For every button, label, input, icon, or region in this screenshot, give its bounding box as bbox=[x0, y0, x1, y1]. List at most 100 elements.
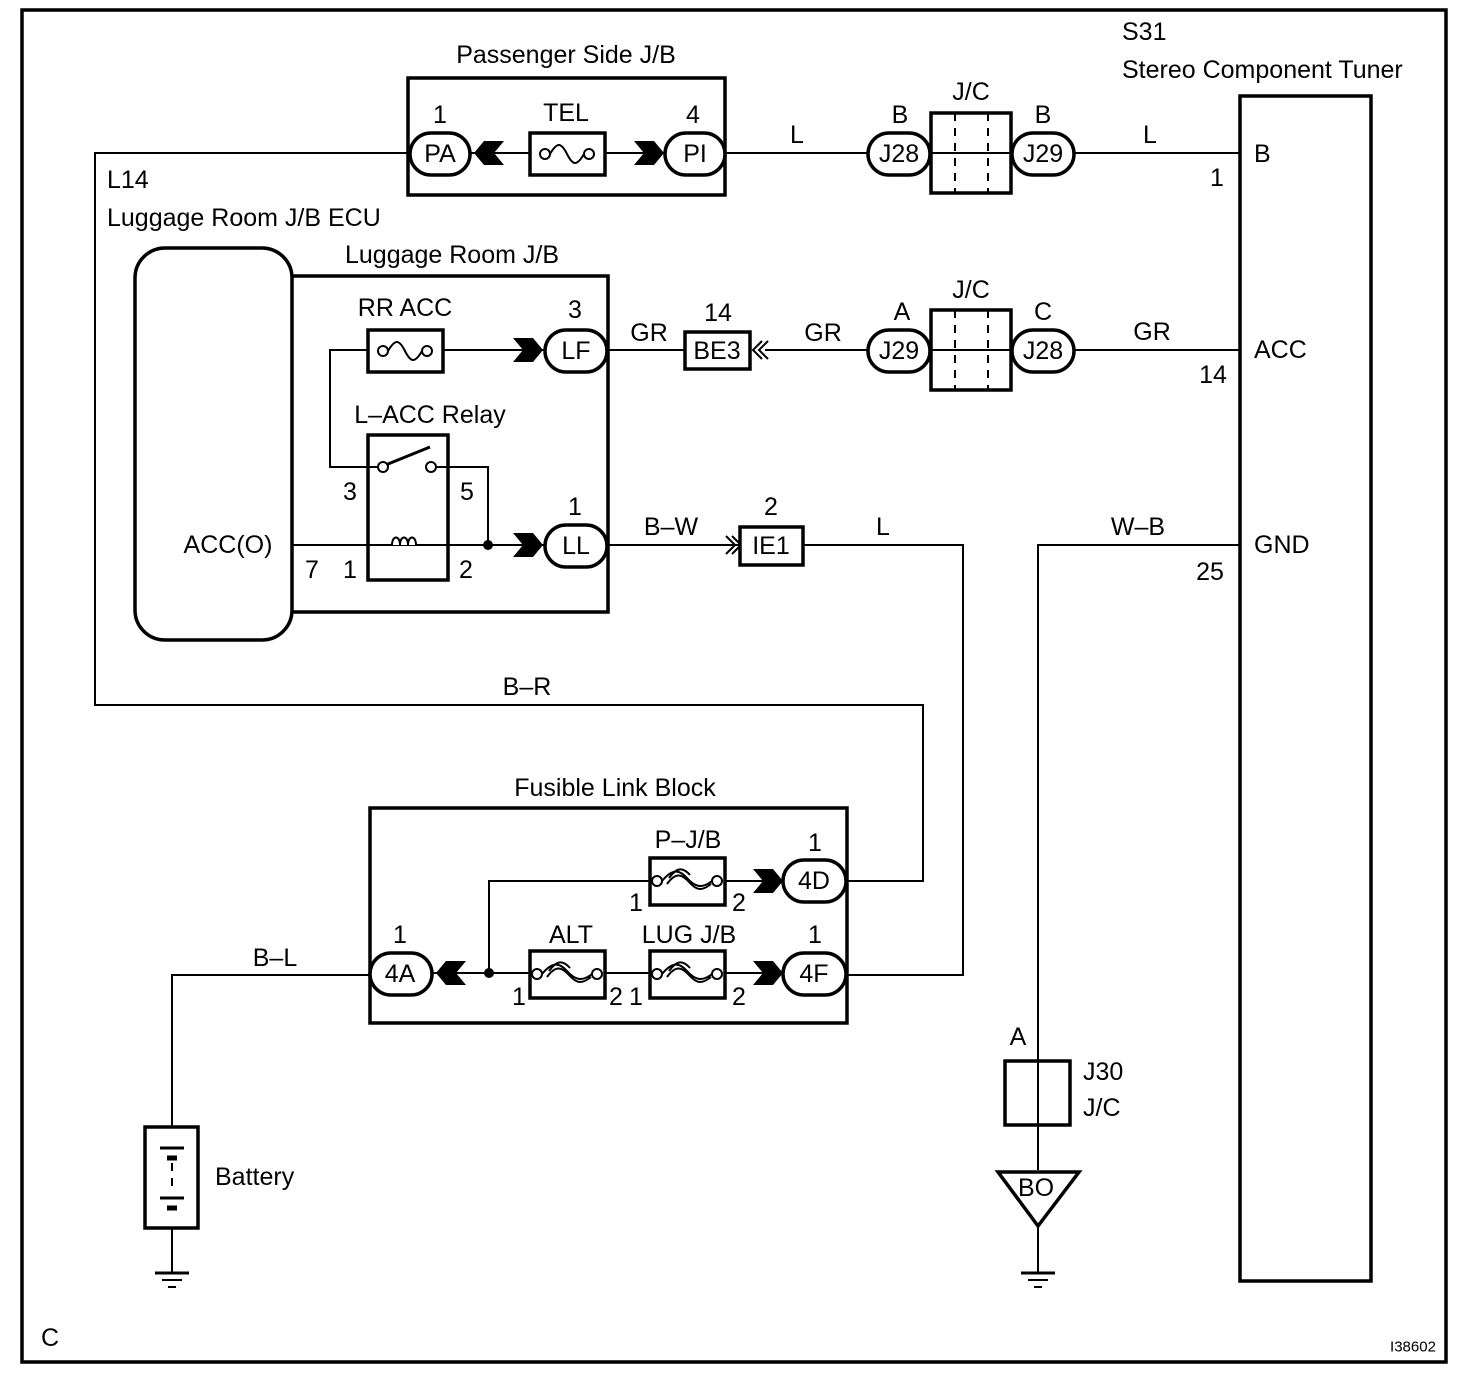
pa-pin: 1 bbox=[433, 101, 447, 129]
relay-pin: 1 bbox=[343, 556, 357, 584]
j28-pin: C bbox=[1034, 298, 1052, 326]
j29-pin: A bbox=[894, 298, 911, 326]
row-acc-circuit: GR 14 BE3 GR A J29 J/C C J28 GR ACC 14 bbox=[630, 276, 1307, 392]
connector-be3-label: BE3 bbox=[693, 337, 740, 365]
wire-color: L bbox=[1143, 121, 1157, 149]
passenger-jb-title: Passenger Side J/B bbox=[456, 41, 676, 69]
relay-contact bbox=[377, 461, 389, 473]
connector-pi-label: PI bbox=[683, 140, 707, 168]
wire-color: B–R bbox=[503, 673, 552, 701]
stereo-component-tuner: S31 Stereo Component Tuner bbox=[1122, 18, 1403, 1283]
fuse-pin: 2 bbox=[732, 889, 746, 917]
connector-pa bbox=[408, 131, 472, 177]
ie1-pin: 2 bbox=[764, 493, 778, 521]
connector-ll-label: LL bbox=[562, 532, 590, 560]
ground-icon bbox=[1019, 1261, 1057, 1289]
splice-dot bbox=[483, 540, 493, 550]
chevron-left-icon bbox=[751, 340, 769, 360]
relay-pin: 2 bbox=[459, 556, 473, 584]
j29-pin: B bbox=[1035, 101, 1052, 129]
tel-fuse-label: TEL bbox=[543, 99, 589, 127]
be3-pin: 14 bbox=[704, 299, 732, 327]
row-gnd-circuit: W–B GND 25 A J30 J/C BO bbox=[994, 513, 1310, 1289]
connector-4a bbox=[368, 951, 434, 997]
relay-pin: 3 bbox=[343, 478, 357, 506]
4a-pin: 1 bbox=[393, 921, 407, 949]
battery-icon bbox=[160, 1146, 184, 1211]
jc-label: J/C bbox=[952, 78, 990, 106]
connector-lf bbox=[543, 328, 609, 374]
tuner-pin: 1 bbox=[1210, 164, 1224, 192]
ecu-pin: 7 bbox=[305, 556, 319, 584]
fusible-link-title: Fusible Link Block bbox=[514, 774, 716, 802]
jc-label: J/C bbox=[952, 276, 990, 304]
diagram-border bbox=[20, 8, 1448, 1364]
connector-j28 bbox=[1010, 328, 1076, 374]
tuner-terminal-gnd: GND bbox=[1254, 531, 1310, 559]
connector-lf-label: LF bbox=[561, 337, 590, 365]
wire-b-l bbox=[171, 974, 370, 1127]
j30-type: J/C bbox=[1083, 1094, 1121, 1122]
ground-icon bbox=[153, 1261, 191, 1289]
row-ll-circuit: B–W 2 IE1 L bbox=[644, 493, 890, 567]
tuner-name: Stereo Component Tuner bbox=[1122, 56, 1403, 84]
luggage-jb-title: Luggage Room J/B bbox=[345, 241, 559, 269]
luggage-room-jb-ecu: L14 Luggage Room J/B ECU ACC(O) 7 bbox=[107, 166, 381, 642]
fuse-pin: 2 bbox=[609, 983, 623, 1011]
row-b-circuit: L B J28 J/C B J29 L 1 B bbox=[790, 78, 1271, 195]
tuner-code: S31 bbox=[1122, 18, 1166, 46]
relay-label: L–ACC Relay bbox=[354, 401, 506, 429]
ll-pin: 1 bbox=[568, 493, 582, 521]
splice-dot bbox=[484, 968, 494, 978]
wire-b-r bbox=[94, 152, 924, 882]
wire-color: L bbox=[790, 121, 804, 149]
connector-4d bbox=[781, 858, 848, 904]
connector-pi bbox=[663, 131, 727, 177]
wire-color: W–B bbox=[1111, 513, 1165, 541]
junction-connector-j30 bbox=[1003, 1059, 1072, 1127]
j28-pin: B bbox=[892, 101, 909, 129]
lf-pin: 3 bbox=[568, 296, 582, 324]
relay-switch-icon bbox=[387, 445, 431, 466]
connector-ll bbox=[543, 523, 609, 569]
connector-4d-label: 4D bbox=[798, 867, 830, 895]
ecu-name: Luggage Room J/B ECU bbox=[107, 204, 381, 232]
fuse-pin: 2 bbox=[732, 983, 746, 1011]
wire-w-b bbox=[1037, 544, 1240, 1170]
connector-4f-label: 4F bbox=[799, 960, 828, 988]
connector-be3 bbox=[683, 330, 752, 371]
tuner-terminal-acc: ACC bbox=[1254, 336, 1307, 364]
lug-jb-fuse-label: LUG J/B bbox=[642, 921, 736, 949]
fusible-link-block: Fusible Link Block P–J/B 1 2 1 4D 1 4A A… bbox=[368, 774, 849, 1025]
relay-contact bbox=[425, 461, 437, 473]
figure-id: I38602 bbox=[1390, 1339, 1436, 1356]
connector-pa-label: PA bbox=[424, 140, 456, 168]
relay-coil-icon bbox=[391, 536, 417, 546]
wire-color: GR bbox=[630, 319, 668, 347]
battery: B–L Battery bbox=[143, 944, 298, 1289]
p-jb-fuse-label: P–J/B bbox=[655, 826, 722, 854]
fuse-pin: 1 bbox=[629, 983, 643, 1011]
4f-pin: 1 bbox=[808, 921, 822, 949]
wire-color: B–L bbox=[253, 944, 298, 972]
j30-pin: A bbox=[1010, 1023, 1027, 1051]
ecu-code: L14 bbox=[107, 166, 149, 194]
ground-point-icon bbox=[994, 1170, 1083, 1229]
connector-4a-label: 4A bbox=[385, 960, 416, 988]
rr-acc-fuse-label: RR ACC bbox=[358, 294, 452, 322]
connector-j29 bbox=[1010, 131, 1076, 177]
tuner-pin: 14 bbox=[1199, 361, 1227, 389]
passenger-side-jb: Passenger Side J/B 1 PA TEL 4 PI bbox=[406, 41, 727, 197]
4d-pin: 1 bbox=[808, 829, 822, 857]
connector-4f bbox=[781, 951, 848, 997]
connector-ie1-label: IE1 bbox=[752, 532, 790, 560]
acc-o-terminal: ACC(O) bbox=[184, 531, 273, 559]
tuner-terminal-b: B bbox=[1254, 140, 1271, 168]
connector-j29-label: J29 bbox=[1023, 140, 1063, 168]
tuner-pin: 25 bbox=[1196, 558, 1224, 586]
wire-color: B–W bbox=[644, 513, 699, 541]
wire-l-ie1 bbox=[803, 544, 964, 976]
connector-j28-label: J28 bbox=[1023, 337, 1063, 365]
wire-color: GR bbox=[1133, 318, 1171, 346]
